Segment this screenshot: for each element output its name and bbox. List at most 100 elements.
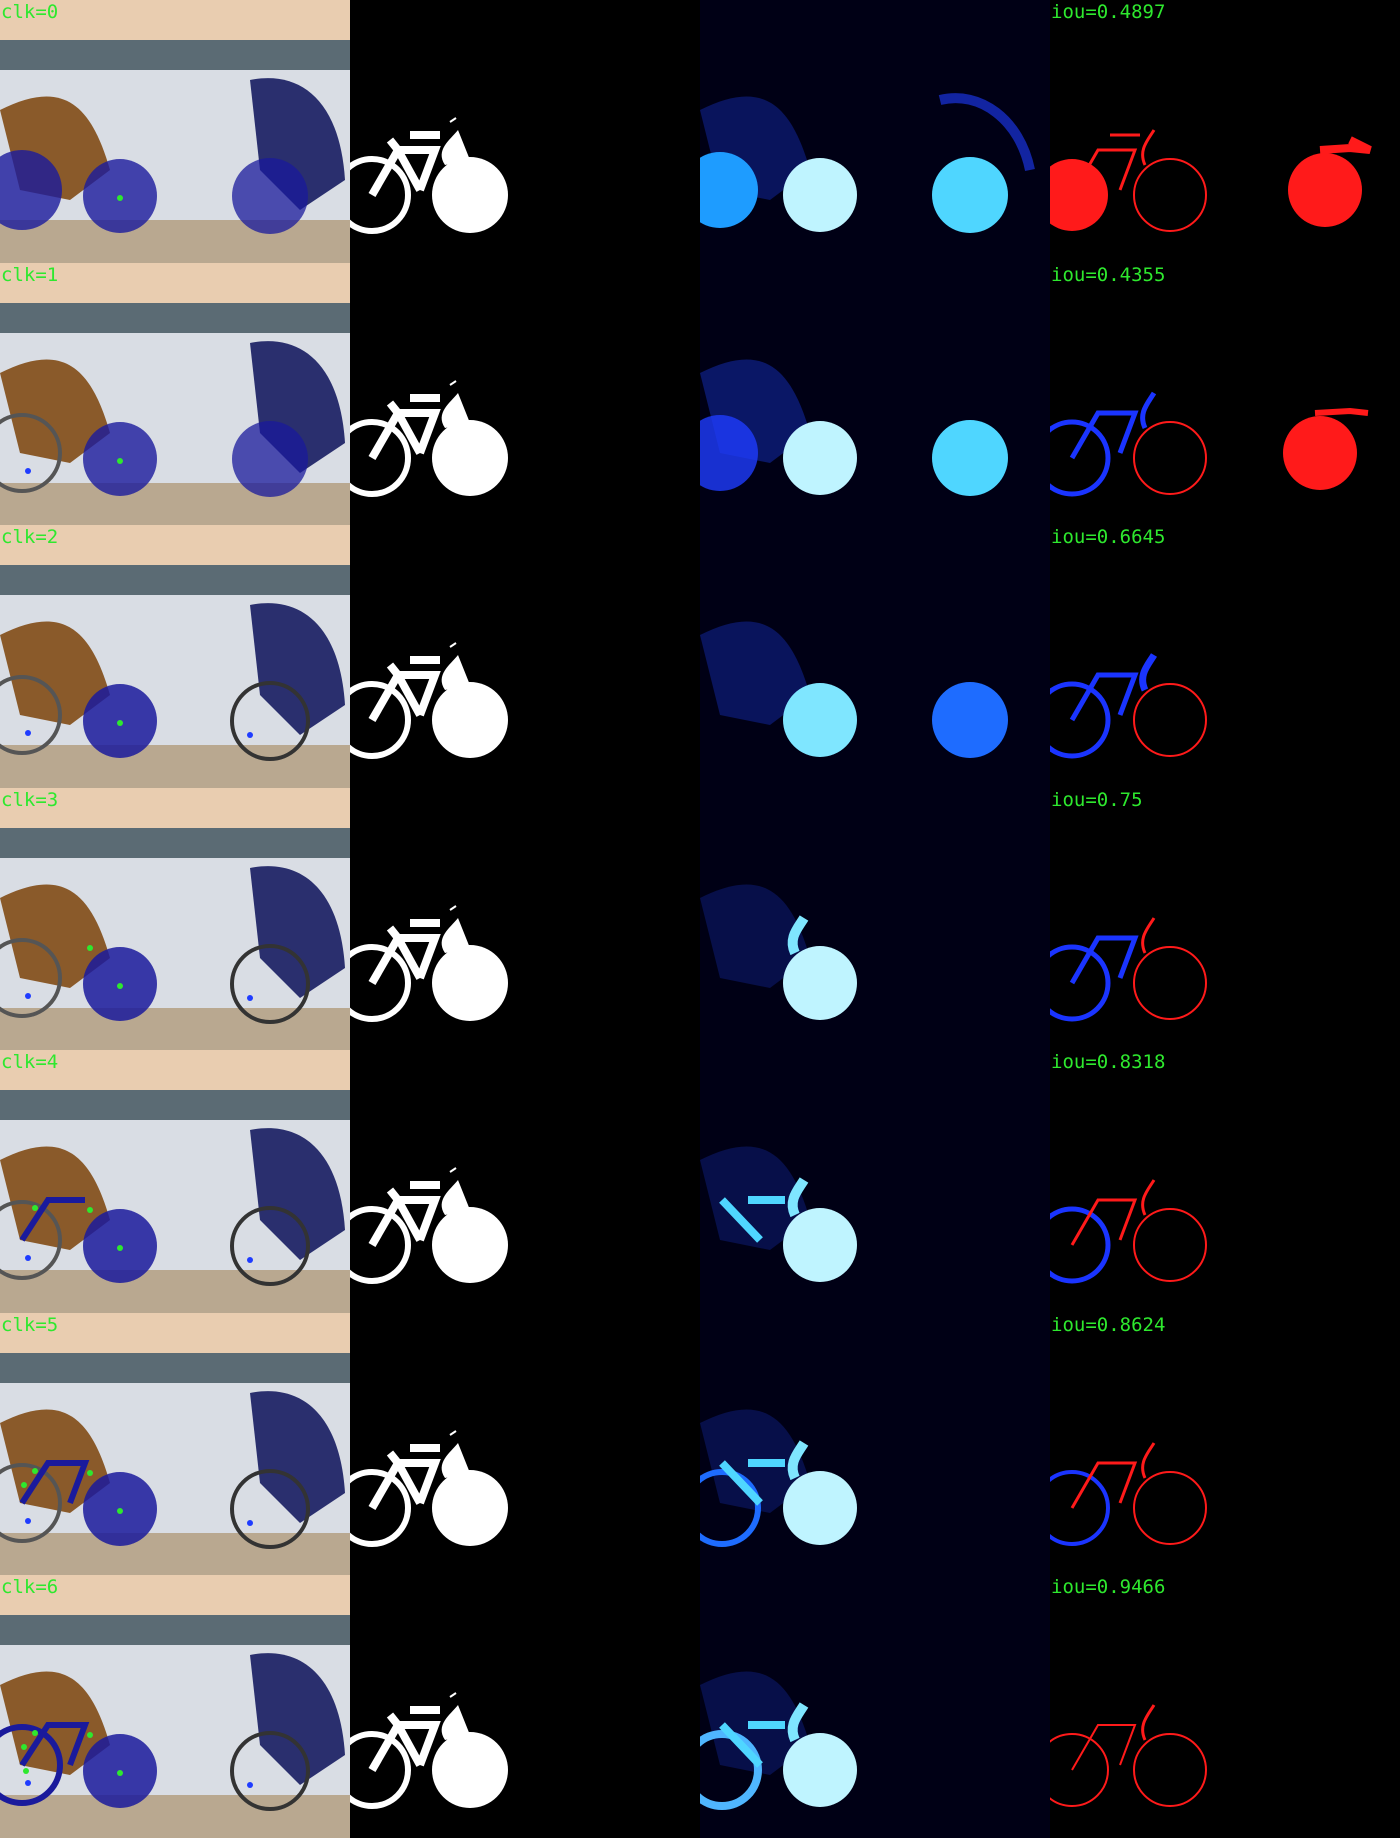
negative-click xyxy=(247,1519,253,1526)
ground-truth-mask-panel xyxy=(350,1575,700,1838)
error-map xyxy=(1050,653,1207,759)
prediction-heatmap-panel xyxy=(700,0,1050,263)
positive-click xyxy=(21,1744,27,1751)
click-count-label: clk=0 xyxy=(1,1,59,23)
click-count-label: clk=5 xyxy=(1,1313,59,1336)
cyclist-scene xyxy=(0,1050,350,1313)
positive-click xyxy=(117,1245,123,1252)
positive-click xyxy=(32,1730,38,1737)
positive-click xyxy=(23,1768,29,1775)
cyclist-scene xyxy=(0,1312,350,1576)
positive-click xyxy=(21,1481,27,1488)
error-map-panel: iou=0.4897 xyxy=(1050,0,1400,263)
positive-click xyxy=(117,720,123,727)
negative-click xyxy=(247,1782,253,1789)
probability-heatmap xyxy=(700,1050,1050,1313)
prediction-heatmap-panel xyxy=(700,1575,1050,1838)
negative-click xyxy=(25,1517,31,1524)
row-3: clk=3 xyxy=(0,787,1400,1051)
negative-click xyxy=(25,1780,31,1787)
positive-click xyxy=(87,1732,93,1739)
bicycle-mask xyxy=(350,1430,508,1547)
input-panel: clk=4 xyxy=(0,1050,350,1313)
iou-label: iou=0.8318 xyxy=(1051,1051,1166,1074)
error-map xyxy=(1050,1179,1207,1284)
click-count-label: clk=6 xyxy=(1,1576,59,1599)
click-count-label: clk=3 xyxy=(1,788,59,811)
probability-heatmap xyxy=(700,525,1050,788)
iou-label: iou=0.6645 xyxy=(1051,526,1166,549)
negative-click xyxy=(25,730,31,737)
row-4: clk=4 xyxy=(0,1050,1400,1313)
cyclist-scene xyxy=(0,1575,350,1838)
error-map xyxy=(1050,1704,1207,1808)
positive-click xyxy=(117,1770,123,1777)
click-count-label: clk=1 xyxy=(1,263,59,286)
wheel-overlay xyxy=(232,420,308,497)
row-1: clk=1 xyxy=(0,262,1400,526)
input-panel: clk=2 xyxy=(0,525,350,788)
prediction-heatmap-panel xyxy=(700,1050,1050,1313)
error-map-panel: iou=0.4355 xyxy=(1050,263,1400,526)
cyclist-scene xyxy=(0,525,350,788)
input-panel: clk=5 xyxy=(0,1312,350,1576)
positive-click xyxy=(87,1207,93,1214)
error-map-panel: iou=0.9466 xyxy=(1050,1575,1400,1838)
cyclist-scene xyxy=(0,262,350,526)
error-map xyxy=(1050,391,1369,497)
error-map-panel: iou=0.8624 xyxy=(1050,1313,1400,1576)
negative-click xyxy=(25,467,31,474)
prediction-heatmap-panel xyxy=(700,525,1050,788)
input-panel: clk=0 xyxy=(0,0,350,263)
iou-label: iou=0.9466 xyxy=(1051,1576,1166,1599)
error-map xyxy=(1050,1442,1207,1546)
probability-heatmap xyxy=(700,1575,1050,1838)
negative-click xyxy=(25,992,31,999)
cyclist-scene xyxy=(0,787,350,1051)
ground-truth-mask-panel xyxy=(350,788,700,1051)
ground-truth-mask-panel xyxy=(350,1313,700,1576)
iou-label: iou=0.75 xyxy=(1051,788,1143,811)
iou-label: iou=0.8624 xyxy=(1051,1313,1166,1336)
error-map-panel: iou=0.6645 xyxy=(1050,525,1400,788)
prediction-heatmap-panel xyxy=(700,787,1050,1051)
row-5: clk=5 xyxy=(0,1312,1400,1576)
probability-heatmap xyxy=(700,1312,1050,1576)
positive-click xyxy=(117,982,123,989)
row-0: clk=0 xyxy=(0,0,1400,263)
input-panel: clk=3 xyxy=(0,787,350,1051)
bicycle-mask xyxy=(350,642,508,760)
negative-click xyxy=(247,732,253,739)
wheel-overlay xyxy=(0,150,62,230)
positive-click xyxy=(117,457,123,464)
cyclist-scene xyxy=(0,0,350,263)
prediction-heatmap-panel xyxy=(700,262,1050,526)
error-map-panel: iou=0.8318 xyxy=(1050,1050,1400,1313)
negative-click xyxy=(25,1255,31,1262)
ground-truth-mask-panel xyxy=(350,525,700,788)
prediction-heatmap-panel xyxy=(700,1312,1050,1576)
positive-click xyxy=(117,195,123,201)
click-count-label: clk=4 xyxy=(1,1051,59,1074)
iou-label: iou=0.4897 xyxy=(1051,1,1166,23)
iou-label: iou=0.4355 xyxy=(1051,263,1166,286)
ground-truth-mask-panel xyxy=(350,0,700,263)
positive-click xyxy=(32,1467,38,1474)
row-6: clk=6 xyxy=(0,1575,1400,1838)
error-map xyxy=(1050,129,1372,232)
input-panel: clk=1 xyxy=(0,262,350,526)
positive-click xyxy=(117,1507,123,1514)
bicycle-mask xyxy=(350,904,508,1022)
bicycle-mask xyxy=(350,117,508,234)
probability-heatmap xyxy=(700,0,1050,263)
wheel-overlay xyxy=(232,158,308,234)
row-2: clk=2 xyxy=(0,525,1400,788)
positive-click xyxy=(32,1205,38,1212)
click-count-label: clk=2 xyxy=(1,526,59,549)
positive-click xyxy=(87,944,93,951)
negative-click xyxy=(247,994,253,1001)
ground-truth-mask-panel xyxy=(350,263,700,526)
bicycle-mask xyxy=(350,1692,508,1810)
probability-heatmap xyxy=(700,787,1050,1051)
